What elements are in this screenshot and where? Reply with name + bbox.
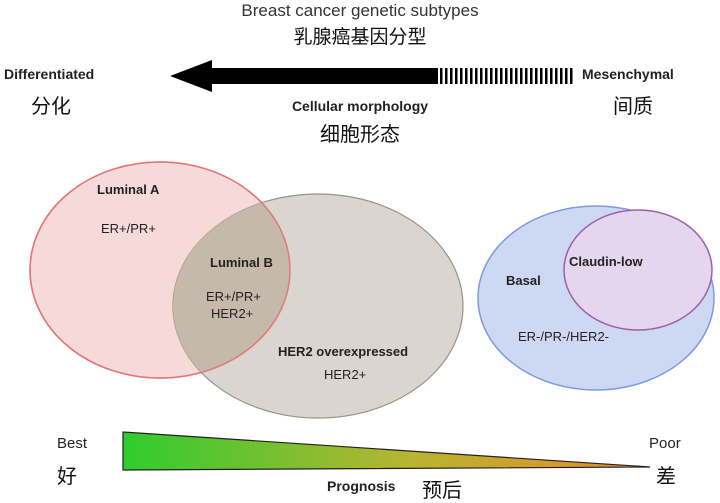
luminal-b-label: Luminal B: [210, 255, 273, 270]
her2-label: HER2 overexpressed: [278, 344, 409, 359]
cellular-morphology-label: Cellular morphology: [291, 98, 429, 114]
differentiated-label: Differentiated: [4, 66, 95, 82]
arrow-dash: [470, 68, 473, 84]
arrow-dash: [565, 68, 568, 84]
arrow-dash: [465, 68, 468, 84]
mesenchymal-cn-label: 间质: [613, 94, 653, 118]
diagram-title-cn: 乳腺癌基因分型: [293, 26, 427, 48]
arrow-dash: [475, 68, 478, 84]
arrow-dash: [505, 68, 508, 84]
arrow-dash: [535, 68, 538, 84]
basal-label: Basal: [506, 273, 541, 288]
arrow-dash: [445, 68, 448, 84]
arrow-dash: [525, 68, 528, 84]
her2-markers: HER2+: [324, 367, 367, 382]
claudin-low-label: Claudin-low: [569, 254, 643, 269]
arrow-dash: [515, 68, 518, 84]
prognosis-poor-label: Poor: [649, 435, 681, 452]
mesenchymal-label: Mesenchymal: [582, 66, 674, 82]
cellular-morphology-cn-label: 细胞形态: [320, 122, 400, 146]
luminal-a-label: Luminal A: [97, 182, 160, 197]
arrow-dash: [490, 68, 493, 84]
basal-markers: ER-/PR-/HER2-: [518, 329, 610, 344]
luminal-b-markers-1: ER+/PR+: [206, 289, 261, 304]
luminal-a-markers: ER+/PR+: [101, 221, 156, 236]
prognosis-best-label: Best: [57, 435, 88, 452]
luminal-b-markers-2: HER2+: [211, 306, 254, 321]
prognosis-label: Prognosis: [327, 478, 396, 494]
arrow-dash: [460, 68, 463, 84]
morphology-arrow: [170, 60, 573, 92]
arrow-dash: [480, 68, 483, 84]
arrow-dash: [510, 68, 513, 84]
arrow-dash: [570, 68, 573, 84]
prognosis-cn-label: 预后: [422, 478, 462, 502]
arrow-dash: [455, 68, 458, 84]
claudin-low-circle: [563, 209, 713, 331]
arrow-dash: [520, 68, 523, 84]
prognosis-best-cn-label: 好: [57, 464, 77, 488]
arrow-dash: [440, 68, 443, 84]
arrow-dash: [550, 68, 553, 84]
arrow-dash: [485, 68, 488, 84]
luminal-a-outline: [29, 161, 291, 379]
arrow-dash: [495, 68, 498, 84]
arrow-dash: [540, 68, 543, 84]
arrow-dash: [545, 68, 548, 84]
prognosis-wedge: [122, 431, 651, 471]
arrow-dash: [560, 68, 563, 84]
diagram-title-en: Breast cancer genetic subtypes: [241, 1, 479, 20]
arrow-dash: [450, 68, 453, 84]
differentiated-cn-label: 分化: [31, 94, 71, 118]
arrow-dash: [500, 68, 503, 84]
arrow-dash: [530, 68, 533, 84]
arrow-dash: [555, 68, 558, 84]
prognosis-poor-cn-label: 差: [656, 464, 676, 488]
